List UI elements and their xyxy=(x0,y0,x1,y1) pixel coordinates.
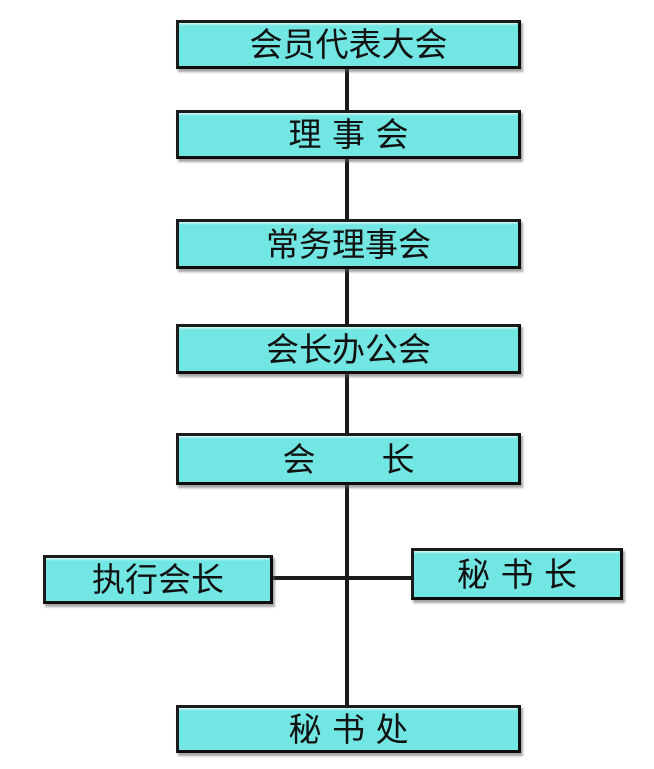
node-label-standing: 常务理事会 xyxy=(266,224,431,264)
node-label-board: 理 事 会 xyxy=(288,115,409,154)
node-president[interactable]: 会 长 xyxy=(176,433,521,485)
connector-standing-to-office xyxy=(345,266,349,327)
node-member-assembly[interactable]: 会员代表大会 xyxy=(176,20,521,69)
node-label-exec: 执行会长 xyxy=(92,560,224,599)
node-label-secretariat: 秘 书 处 xyxy=(288,709,409,749)
node-secretary-general[interactable]: 秘 书 长 xyxy=(411,548,623,600)
node-executive-president[interactable]: 执行会长 xyxy=(43,555,273,604)
node-label-president: 会 长 xyxy=(282,439,415,479)
connector-board-to-standing xyxy=(345,156,349,222)
node-label-office: 会长办公会 xyxy=(266,329,431,369)
connector-president-to-secretariat xyxy=(345,482,349,709)
node-president-office-meeting[interactable]: 会长办公会 xyxy=(176,324,521,374)
connector-assembly-to-board xyxy=(345,66,349,114)
node-secretariat[interactable]: 秘 书 处 xyxy=(176,705,521,753)
node-standing-board[interactable]: 常务理事会 xyxy=(176,219,521,269)
connector-office-to-president xyxy=(345,371,349,436)
node-label-secgen: 秘 书 长 xyxy=(457,554,577,594)
node-label-assembly: 会员代表大会 xyxy=(249,25,448,64)
node-board-of-directors[interactable]: 理 事 会 xyxy=(176,110,521,159)
connector-exec-to-secgen xyxy=(271,576,413,580)
